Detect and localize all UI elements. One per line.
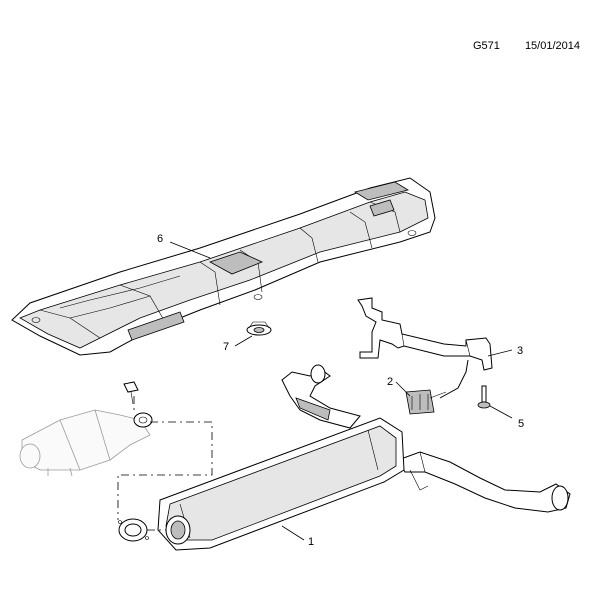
leader-5 bbox=[489, 405, 513, 419]
bracket-part-3[interactable] bbox=[357, 297, 493, 399]
callout-1: 1 bbox=[308, 536, 314, 548]
callout-2: 2 bbox=[387, 376, 393, 388]
callout-5: 5 bbox=[518, 418, 524, 430]
leader-3 bbox=[487, 349, 513, 357]
catalytic-converter bbox=[19, 409, 153, 477]
clip-part-7[interactable] bbox=[246, 321, 272, 336]
callout-3: 3 bbox=[517, 345, 523, 357]
gasket[interactable] bbox=[118, 518, 149, 542]
leader-7 bbox=[234, 335, 253, 347]
leader-1 bbox=[281, 525, 305, 541]
rear-silencer-part-1[interactable] bbox=[157, 364, 571, 551]
nut[interactable] bbox=[123, 381, 139, 405]
leader-6 bbox=[169, 241, 211, 259]
diagram-date: 15/01/2014 bbox=[524, 40, 580, 52]
callout-7: 7 bbox=[223, 341, 229, 353]
rubber-hanger-part-2[interactable] bbox=[405, 389, 447, 415]
diagram-code: G571 bbox=[472, 40, 500, 52]
heat-shield-part-6[interactable] bbox=[11, 177, 436, 356]
leader-2 bbox=[395, 381, 411, 397]
assembly-line-cat bbox=[117, 421, 213, 520]
callout-6: 6 bbox=[157, 233, 163, 245]
screw-part-5[interactable] bbox=[477, 385, 491, 409]
diagram-header: G571 15/01/2014 bbox=[451, 40, 580, 52]
